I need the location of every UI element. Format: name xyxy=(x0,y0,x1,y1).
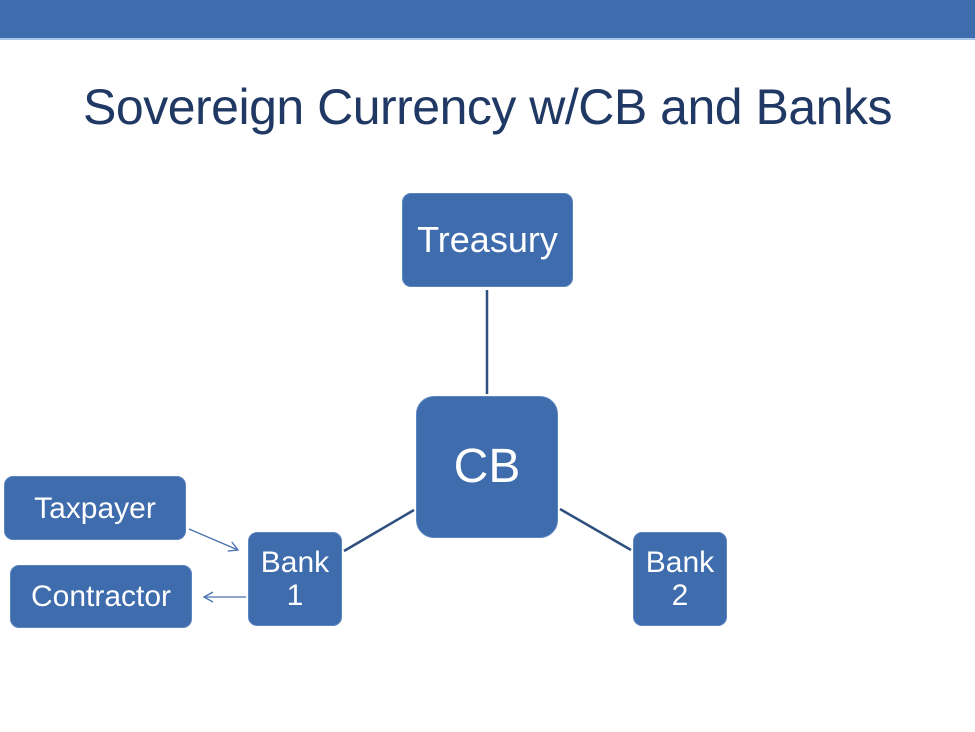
bank1-label-line2: 1 xyxy=(286,579,304,612)
arrow-taxpayer-to-bank1 xyxy=(188,528,240,552)
node-treasury-label: Treasury xyxy=(417,219,558,261)
header-bar xyxy=(0,0,975,40)
node-taxpayer-label: Taxpayer xyxy=(34,491,156,525)
node-contractor: Contractor xyxy=(10,565,192,628)
edge-cb-bank2 xyxy=(559,507,632,552)
node-treasury: Treasury xyxy=(402,193,573,287)
node-central-bank: CB xyxy=(416,396,558,538)
slide-title: Sovereign Currency w/CB and Banks xyxy=(83,79,892,135)
bank2-label-line2: 2 xyxy=(671,579,689,612)
edge-cb-bank1 xyxy=(343,508,415,553)
node-taxpayer: Taxpayer xyxy=(4,476,186,540)
node-contractor-label: Contractor xyxy=(30,580,172,613)
bank2-label-line1: Bank xyxy=(645,546,715,579)
bank1-label-line1: Bank xyxy=(260,546,330,579)
node-cb-label: CB xyxy=(453,439,521,493)
